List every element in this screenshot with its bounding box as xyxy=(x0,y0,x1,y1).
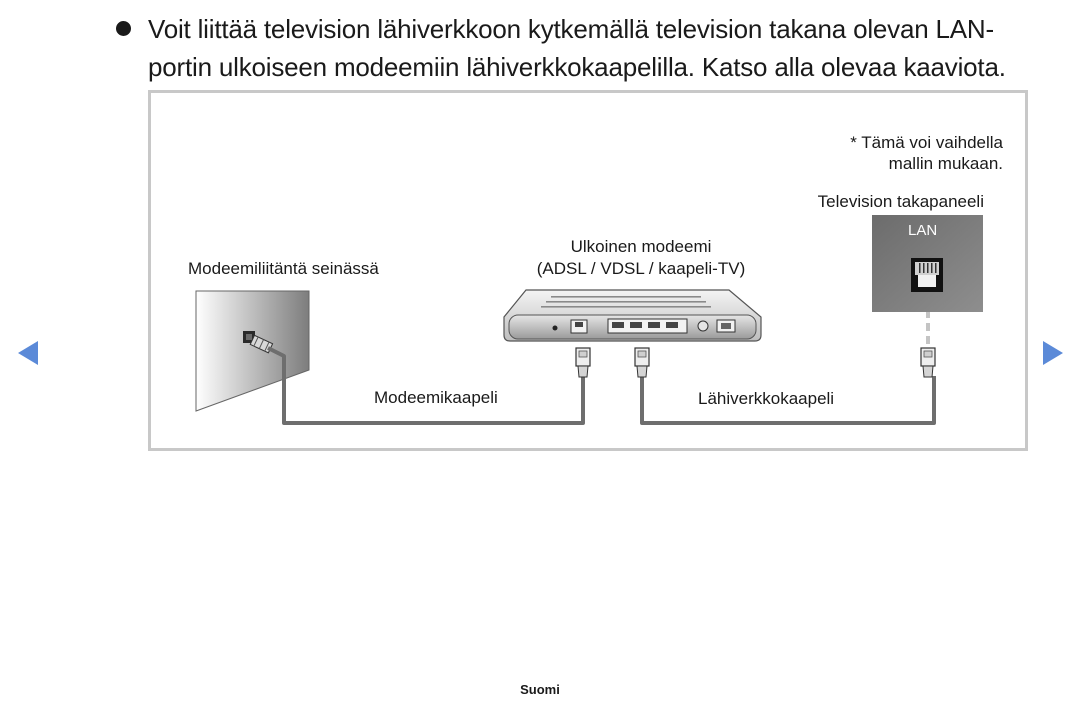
external-modem-icon xyxy=(503,289,762,342)
lan-port-label: LAN xyxy=(908,222,938,239)
tv-rear-panel-icon xyxy=(872,215,983,312)
modem-cable xyxy=(267,346,585,425)
modem-cable-label: Modeemikaapeli xyxy=(374,388,498,407)
connection-diagram: * Tämä voi vaihdella mallin mukaan. Tele… xyxy=(148,90,1028,451)
diagram-artwork xyxy=(195,215,983,425)
lan-cable-label: Lähiverkkokaapeli xyxy=(698,389,835,408)
modem-cable-connector-icon xyxy=(575,347,591,378)
lan-cable xyxy=(640,376,936,425)
intro-paragraph: Voit liittää television lähiverkkoon kyt… xyxy=(148,10,1028,86)
tv-panel-label: Television takapaneeli xyxy=(817,192,984,211)
lan-cable-connector-tv-icon xyxy=(920,347,936,378)
disclaimer-note-line-1: * Tämä voi vaihdella xyxy=(850,133,1003,152)
footer-language: Suomi xyxy=(520,682,560,697)
modem-label-line-2: (ADSL / VDSL / kaapeli-TV) xyxy=(536,259,746,278)
prev-page-arrow-icon[interactable] xyxy=(18,341,38,365)
wall-jack-label: Modeemiliitäntä seinässä xyxy=(188,259,379,278)
paragraph-line-2: portin ulkoiseen modeemiin lähiverkkokaa… xyxy=(148,52,1006,82)
disclaimer-note-line-2: mallin mukaan. xyxy=(888,154,1003,173)
wall-socket-icon xyxy=(195,290,310,412)
lan-cable-connector-modem-icon xyxy=(634,347,650,378)
paragraph-line-1: Voit liittää television lähiverkkoon kyt… xyxy=(148,14,994,44)
next-page-arrow-icon[interactable] xyxy=(1043,341,1063,365)
modem-label-line-1: Ulkoinen modeemi xyxy=(570,237,712,256)
bullet-dot xyxy=(116,21,131,36)
